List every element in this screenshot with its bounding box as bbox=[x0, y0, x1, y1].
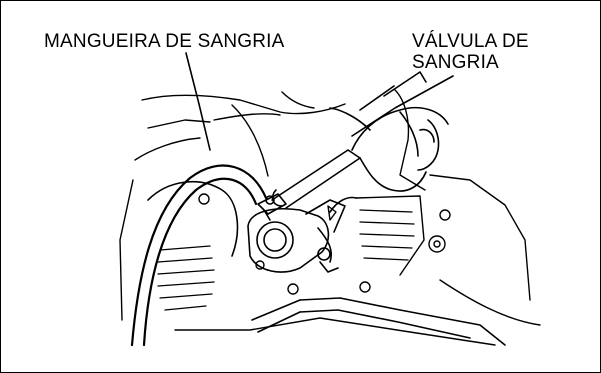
wrench bbox=[271, 149, 361, 209]
bleed-valve-label-line1: VÁLVULA DE bbox=[412, 31, 529, 52]
bleed-valve bbox=[257, 193, 287, 221]
bleed-hose-label: MANGUEIRA DE SANGRIA bbox=[44, 31, 285, 52]
bleed-hose bbox=[130, 164, 268, 347]
foot-lever bbox=[251, 297, 506, 346]
engine-casing bbox=[119, 89, 541, 346]
crankcase-fins bbox=[157, 245, 215, 311]
left-engine-cover bbox=[147, 180, 239, 257]
cover-bolts bbox=[198, 193, 451, 295]
hand bbox=[329, 71, 449, 192]
cooling-fins bbox=[359, 209, 415, 261]
hose-leader-line bbox=[185, 52, 211, 151]
bleed-valve-label-line2: SANGRIA bbox=[412, 52, 499, 73]
